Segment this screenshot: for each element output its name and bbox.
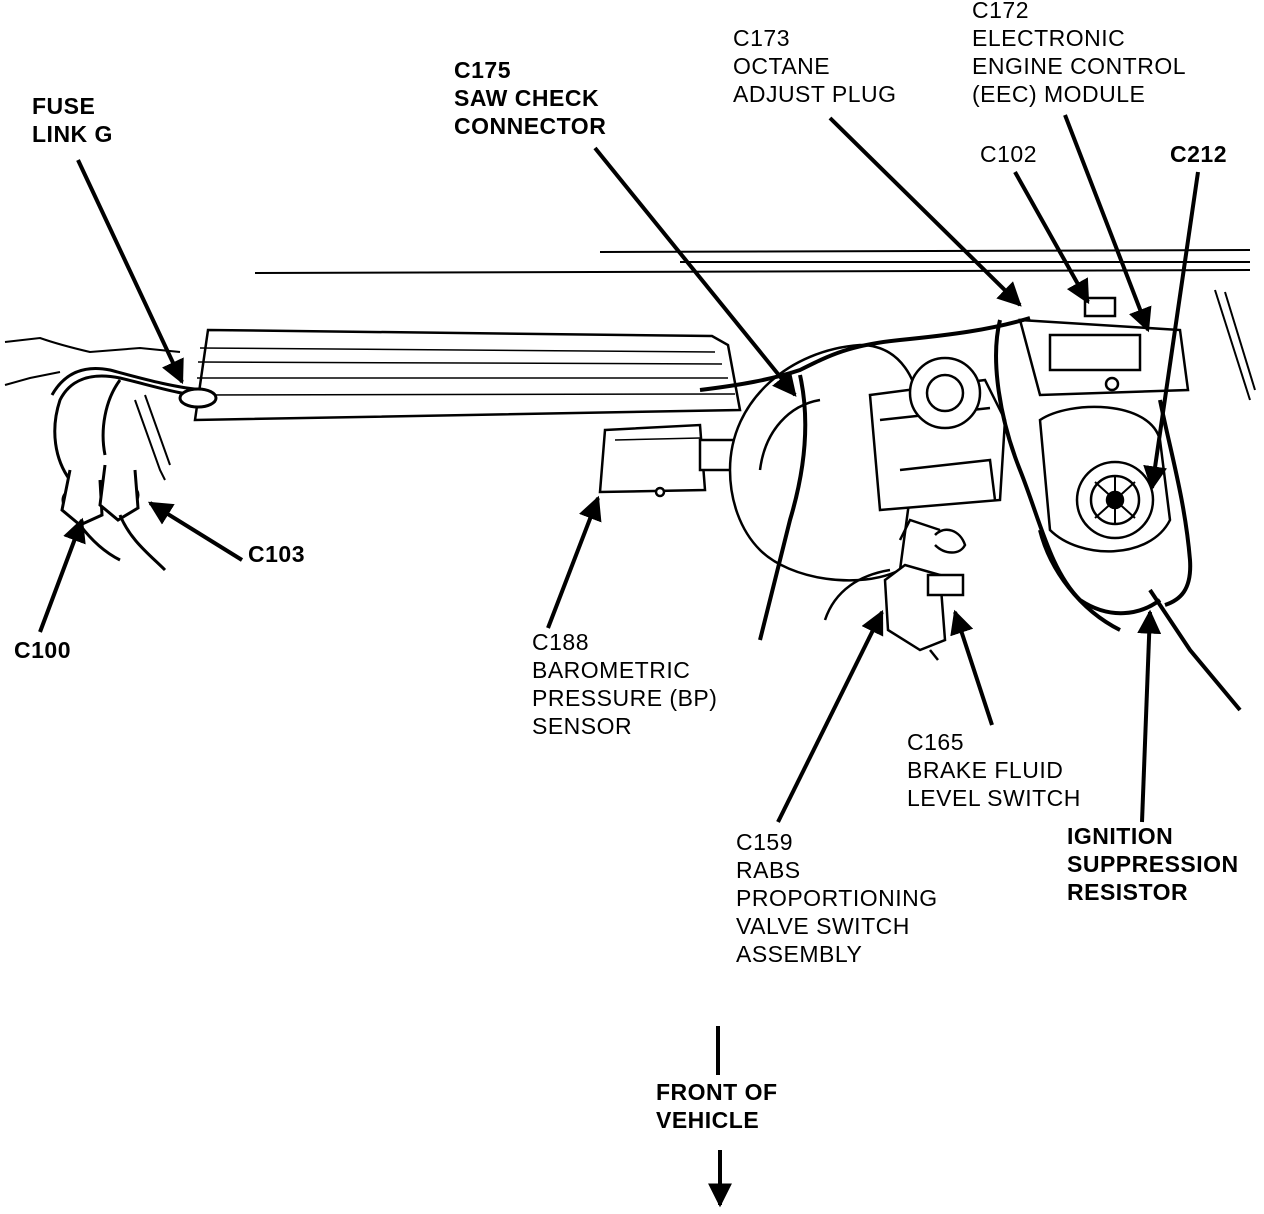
fender-rails <box>4 249 1256 481</box>
label-c212: C212 <box>1170 141 1227 167</box>
leader-arrows <box>38 114 1200 1208</box>
label-c102: C102 <box>980 141 1037 167</box>
arrow-c102 <box>1013 171 1090 305</box>
main-harness <box>699 316 1242 712</box>
label-c103: C103 <box>248 541 305 567</box>
arrow-c165 <box>950 609 994 726</box>
arrow-c175 <box>593 146 797 397</box>
arrow-c172 <box>1063 114 1152 333</box>
arrow-c173 <box>828 116 1022 307</box>
arrow-fuse-link-g <box>76 159 184 385</box>
eec-module <box>1018 296 1190 397</box>
cowl-panel <box>193 328 742 422</box>
blower-motor <box>1038 405 1172 553</box>
arrow-c103 <box>147 501 244 562</box>
left-harness <box>50 366 218 572</box>
arrow-c100 <box>38 517 86 633</box>
rabs-valve <box>823 518 967 661</box>
arrow-c212 <box>1143 171 1200 491</box>
master-cylinder <box>868 356 1007 512</box>
bp-sensor <box>598 423 742 498</box>
label-c100: C100 <box>14 637 71 663</box>
arrow-c159 <box>776 609 884 823</box>
arrow-c188 <box>546 495 602 629</box>
arrow-ignition <box>1137 609 1162 823</box>
